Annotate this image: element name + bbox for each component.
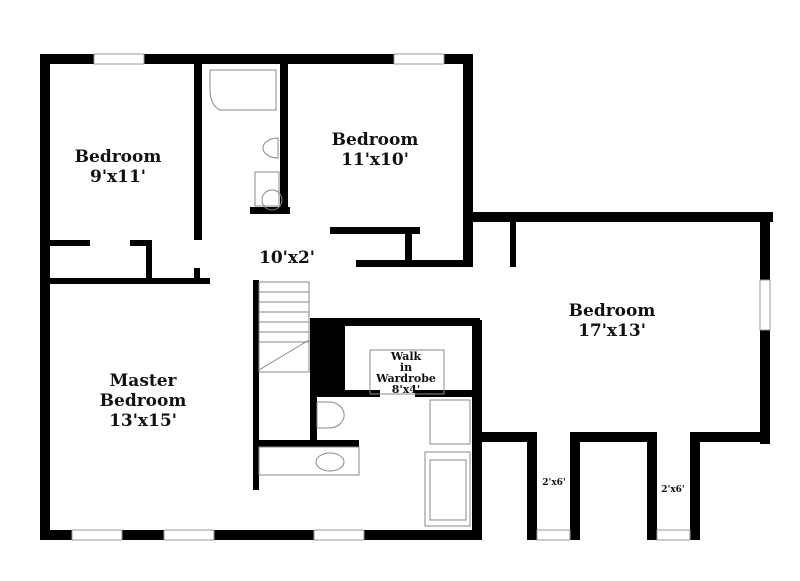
room-label-master-bedroom: Master Bedroom 13'x15' [100,371,187,431]
room-name-line2: Bedroom [100,391,187,411]
room-name: Bedroom [75,147,162,167]
room-size: 2'x6' [661,485,684,495]
room-name: Bedroom [332,130,419,150]
room-label-bedroom-3: Bedroom 17'x13' [569,301,656,341]
room-name: Bedroom [569,301,656,321]
room-label-bedroom-2: Bedroom 11'x10' [332,130,419,170]
room-name-line3: Wardrobe [375,372,436,385]
room-size: 17'x13' [578,321,646,341]
room-label-closet-1: 2'x6' [542,478,565,488]
room-size: 11'x10' [341,150,409,170]
windows [71,53,771,541]
room-size: 13'x15' [109,411,177,431]
room-size: 8'x4' [392,383,421,396]
walls [40,54,773,540]
room-name-line1: Walk [390,350,422,363]
room-label-walk-in-wardrobe: Walk in Wardrobe 8'x4' [375,350,436,396]
room-name-line2: in [400,361,412,374]
fixtures [209,69,471,527]
room-name-line1: Master [109,371,177,391]
room-size: 9'x11' [90,167,146,187]
room-label-bedroom-1: Bedroom 9'x11' [75,147,162,187]
room-size: 10'x2' [259,248,315,268]
room-size: 2'x6' [542,478,565,488]
room-label-closet-2: 2'x6' [661,485,684,495]
room-label-hall: 10'x2' [259,248,315,268]
